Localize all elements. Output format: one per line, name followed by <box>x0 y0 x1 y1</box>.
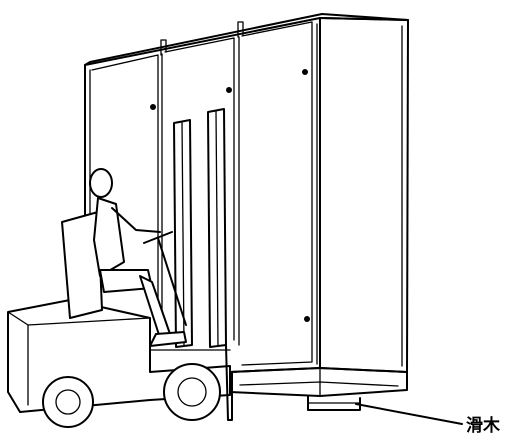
cabinet-top-face <box>85 14 408 65</box>
skid-label: 滑木 <box>466 416 500 436</box>
door-knob-1 <box>150 104 156 110</box>
cabinet-base <box>230 368 407 396</box>
callout-leader-line <box>356 404 462 424</box>
rear-wheel <box>43 377 93 427</box>
operator-head <box>90 169 112 197</box>
operator-torso <box>94 198 124 276</box>
cabinet-right-side <box>320 18 408 372</box>
door-knob-2 <box>226 87 232 93</box>
forklift <box>8 109 232 427</box>
front-wheel <box>164 364 220 420</box>
door-knob-3 <box>302 69 308 75</box>
door-knob-4 <box>304 316 310 322</box>
cabinet-door-3 <box>242 22 312 365</box>
skid <box>308 396 360 410</box>
